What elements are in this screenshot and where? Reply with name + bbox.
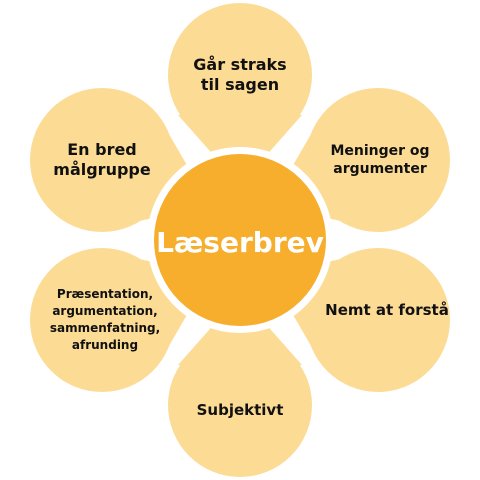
petal-text-lower-right: Nemt at forstå	[325, 301, 449, 319]
petal-label-upper-right: Meninger og argumenter	[322, 125, 438, 195]
petal-text-top: Går straks til sagen	[193, 55, 287, 94]
center-title: Læserbrev	[156, 225, 324, 259]
petal-text-upper-left: En bred målgruppe	[53, 140, 151, 179]
petal-label-lower-right: Nemt at forstå	[302, 290, 472, 330]
petal-label-top: Går straks til sagen	[182, 40, 298, 110]
petal-text-bottom: Subjektivt	[196, 401, 284, 419]
petal-label-lower-left: Præsentation, argumentation, sammenfatni…	[40, 280, 170, 360]
petal-text-upper-right: Meninger og argumenter	[330, 143, 430, 177]
petal-label-upper-left: En bred målgruppe	[44, 125, 160, 195]
petal-label-bottom: Subjektivt	[182, 390, 298, 430]
center-circle	[154, 154, 326, 326]
petal-text-lower-left: Præsentation, argumentation, sammenfatni…	[49, 287, 161, 352]
